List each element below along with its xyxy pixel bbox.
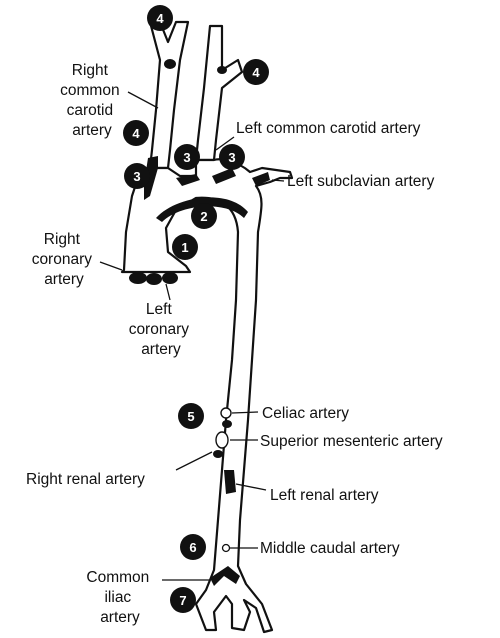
label-superior-mesenteric: Superior mesenteric artery	[260, 433, 443, 450]
site-marker-1: 1	[172, 234, 198, 260]
site-marker-7: 7	[170, 587, 196, 613]
site-marker-2: 2	[191, 203, 217, 229]
svg-text:4: 4	[132, 126, 140, 141]
left-common-carotid-vessel	[196, 26, 242, 160]
label-right-coronary: Right coronary artery	[32, 231, 97, 288]
label-left-coronary: Left coronary artery	[129, 301, 194, 358]
lesion-right-carotid-top	[164, 59, 176, 69]
svg-text:7: 7	[179, 593, 186, 608]
lesion-coronary-left-b	[146, 273, 162, 285]
label-left-subclavian: Left subclavian artery	[287, 173, 435, 190]
label-celiac: Celiac artery	[262, 405, 349, 422]
site-marker-3-right: 3	[124, 163, 150, 189]
celiac-artery-ostium	[221, 408, 231, 418]
lesion-celiac	[222, 420, 232, 428]
svg-text:2: 2	[200, 209, 207, 224]
site-marker-4-right: 4	[123, 120, 149, 146]
lesion-right-renal	[213, 450, 223, 458]
label-right-renal: Right renal artery	[26, 471, 145, 488]
svg-text:4: 4	[252, 65, 260, 80]
svg-text:3: 3	[228, 150, 235, 165]
svg-text:3: 3	[133, 169, 140, 184]
leader-right-renal	[176, 452, 212, 470]
svg-text:1: 1	[181, 240, 188, 255]
svg-text:5: 5	[187, 409, 194, 424]
label-middle-caudal: Middle caudal artery	[260, 540, 400, 557]
leader-right-common-carotid	[128, 92, 158, 108]
lesion-coronary-left-c	[162, 272, 178, 284]
aorta-main-vessel	[122, 159, 292, 632]
label-common-iliac: Common iliac artery	[86, 569, 153, 626]
lesion-left-carotid-top	[217, 66, 227, 74]
lesion-coronary-left-a	[129, 272, 147, 284]
label-right-common-carotid: Right common carotid artery	[60, 62, 124, 139]
leader-left-coronary	[166, 284, 170, 300]
label-left-common-carotid: Left common carotid artery	[236, 120, 421, 137]
middle-caudal-ostium	[223, 545, 230, 552]
svg-text:4: 4	[156, 11, 164, 26]
lesion-left-renal	[224, 470, 236, 494]
site-marker-4-top: 4	[147, 5, 173, 31]
label-left-renal: Left renal artery	[270, 487, 379, 504]
leader-right-coronary	[100, 262, 122, 270]
svg-text:3: 3	[183, 150, 190, 165]
svg-text:6: 6	[189, 540, 196, 555]
site-marker-3-center: 3	[174, 144, 200, 170]
site-marker-6: 6	[180, 534, 206, 560]
site-marker-3-left: 3	[219, 144, 245, 170]
superior-mesenteric-ostium	[216, 432, 228, 448]
site-marker-5: 5	[178, 403, 204, 429]
site-marker-4-left-carotid: 4	[243, 59, 269, 85]
